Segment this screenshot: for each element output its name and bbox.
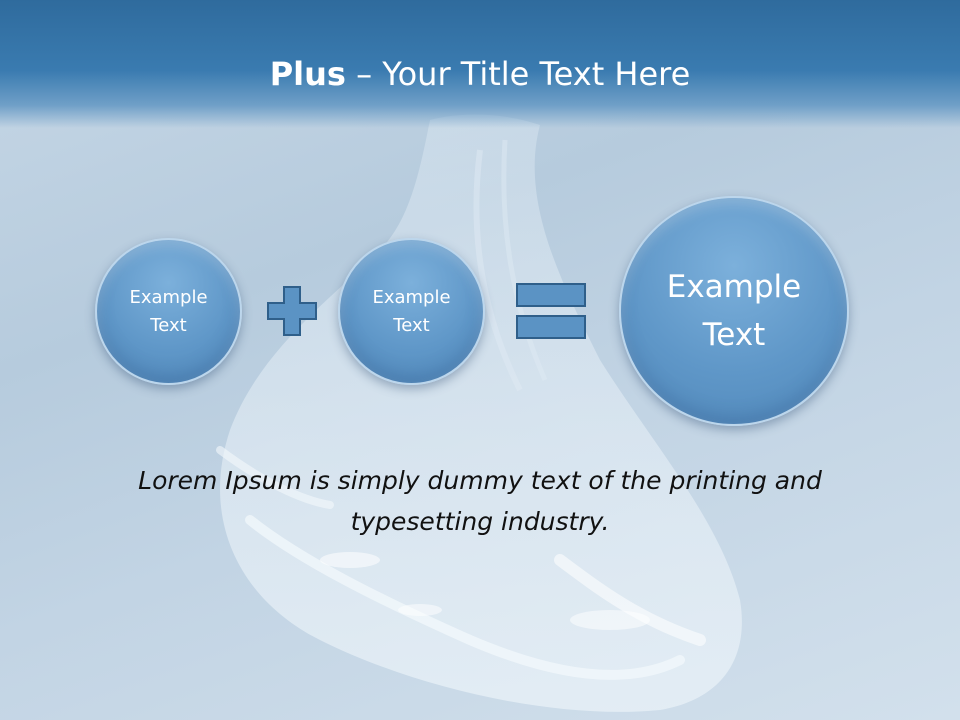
circle-left-label: Example Text	[129, 286, 208, 336]
circle-result-label: Example Text	[666, 269, 802, 353]
caption-text: Lorem Ipsum is simply dummy text of the …	[138, 466, 822, 536]
circle-middle-label: Example Text	[372, 286, 451, 336]
equals-icon	[516, 283, 586, 339]
circle-middle: Example Text	[338, 238, 485, 385]
header-bar	[0, 0, 960, 128]
plus-icon	[267, 286, 317, 336]
title-bold: Plus	[269, 55, 346, 93]
circle-left: Example Text	[95, 238, 242, 385]
title-rest: – Your Title Text Here	[345, 55, 691, 93]
circle-result: Example Text	[619, 196, 849, 426]
slide-title: Plus – Your Title Text Here	[0, 52, 960, 96]
